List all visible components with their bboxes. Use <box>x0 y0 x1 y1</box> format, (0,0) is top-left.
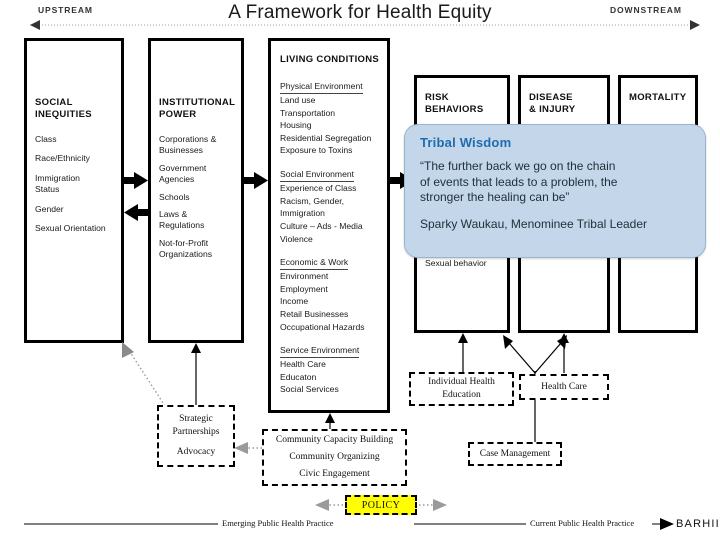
individual-health-education-line-2: Education <box>442 390 481 400</box>
callout-quote-line-3: stronger the healing can be” <box>420 190 570 204</box>
callout-title: Tribal Wisdom <box>420 135 512 150</box>
rail-left-label: Emerging Public Health Practice <box>222 518 334 528</box>
policy-box[interactable]: POLICY <box>345 495 417 515</box>
health-care-label: Health Care <box>541 381 587 392</box>
mortality-heading-1: MORTALITY <box>629 92 687 103</box>
institutional-power-item: Government <box>159 162 207 173</box>
dashbox-case-management[interactable]: Case Management <box>468 442 562 466</box>
disease-injury-heading-2: & INJURY <box>529 104 576 115</box>
institutional-power-item: Corporations & <box>159 134 217 144</box>
living-conditions-item: Immigration <box>280 208 325 219</box>
practice-axis <box>24 518 674 530</box>
institutional-power-item: Agencies <box>159 174 195 185</box>
strategic-partnerships-line-2: Partnerships <box>172 427 220 437</box>
institutional-power-item: Schools <box>159 191 190 202</box>
upstream-label: UPSTREAM <box>38 5 93 15</box>
callout-quote-line-2: of events that leads to a problem, the <box>420 174 618 189</box>
social-inequities-item: Race/Ethnicity <box>35 153 90 164</box>
case-management-label: Case Management <box>479 448 551 459</box>
living-conditions-subhead: Physical Environment <box>280 80 363 95</box>
dashbox-health-care[interactable]: Health Care <box>519 374 609 400</box>
community-capacity-line-2: Community Organizing <box>289 452 380 462</box>
living-conditions-item: Transportation <box>280 107 336 118</box>
living-conditions-subhead: Economic & Work <box>280 256 349 271</box>
social-inequities-heading-2: INEQUITIES <box>35 109 92 120</box>
institutional-power-item: Businesses <box>159 145 203 156</box>
barhii-logo: BARHII <box>676 518 720 530</box>
social-inequities-item: Gender <box>35 203 64 214</box>
community-capacity-line-3: Civic Engagement <box>299 469 370 479</box>
strategic-partnerships-line-3: Advocacy <box>176 447 216 457</box>
page-title: A Framework for Health Equity <box>228 2 492 23</box>
social-inequities-item: Class <box>35 134 57 144</box>
social-inequities-heading-1: SOCIAL <box>35 97 73 108</box>
risk-behaviors-heading-1: RISK <box>425 92 449 103</box>
dashbox-community-capacity[interactable]: Community Capacity Building Community Or… <box>262 429 407 486</box>
strategic-partnerships-line-1: Strategic <box>179 414 213 424</box>
living-conditions-item: Housing <box>280 120 312 131</box>
living-conditions-item: Environment <box>280 271 329 282</box>
dashbox-individual-health-education[interactable]: Individual Health Education <box>409 372 514 406</box>
social-inequities-item: Immigration <box>35 172 80 183</box>
living-conditions-item: Income <box>280 296 309 307</box>
risk-behaviors-item: Sexual behavior <box>425 258 487 268</box>
living-conditions-item: Violence <box>280 233 313 244</box>
arrow-policy-right <box>419 499 447 511</box>
living-conditions-item: Racism, Gender, <box>280 195 344 206</box>
arrow-strategic-to-institutional <box>191 343 201 405</box>
community-capacity-line-1: Community Capacity Building <box>275 435 394 445</box>
living-conditions-item: Culture – Ads - Media <box>280 220 363 231</box>
arrow-health-care-to-disease <box>559 333 569 373</box>
institutional-power-heading-2: POWER <box>159 109 197 120</box>
arrow-institutional-to-social <box>124 204 148 221</box>
downstream-label: DOWNSTREAM <box>610 5 682 15</box>
living-conditions-subhead: Social Environment <box>280 168 355 183</box>
arrow-institutional-to-living <box>244 172 268 189</box>
social-inequities-item: Status <box>35 184 60 195</box>
living-conditions-item: Land use <box>280 95 316 106</box>
arrow-community-to-strategic <box>234 442 266 454</box>
social-inequities-item: Sexual Orientation <box>35 223 106 234</box>
institutional-power-item: Organizations <box>159 249 213 260</box>
callout-quote-line-1: “The further back we go on the chain <box>420 159 616 173</box>
rail-right-label: Current Public Health Practice <box>530 518 635 528</box>
living-conditions-subhead: Service Environment <box>280 344 360 359</box>
living-conditions-item: Occupational Hazards <box>280 321 365 332</box>
living-conditions-item: Employment <box>280 283 328 294</box>
box-social-inequities: SOCIAL INEQUITIES Class Race/Ethnicity I… <box>24 38 124 343</box>
callout-attribution: Sparky Waukau, Menominee Tribal Leader <box>420 216 648 231</box>
living-conditions-item: Experience of Class <box>280 183 357 194</box>
arrow-policy-left <box>315 499 343 511</box>
stream-axis <box>30 20 700 30</box>
living-conditions-item: Residential Segregation <box>280 132 372 143</box>
living-conditions-item: Retail Businesses <box>280 309 349 319</box>
dashbox-strategic-partnerships[interactable]: Strategic Partnerships Advocacy <box>157 405 235 467</box>
box-institutional-power: INSTITUTIONAL POWER Corporations & Busin… <box>148 38 244 343</box>
tribal-wisdom-callout: Tribal Wisdom “The further back we go on… <box>404 124 706 258</box>
living-conditions-item: Health Care <box>280 359 326 370</box>
living-conditions-item: Exposure to Toxins <box>280 145 353 156</box>
institutional-power-item: Not-for-Profit <box>159 237 209 248</box>
disease-injury-heading-1: DISEASE <box>529 92 573 103</box>
policy-label: POLICY <box>361 499 401 511</box>
arrow-social-to-institutional <box>124 172 148 189</box>
institutional-power-heading-1: INSTITUTIONAL <box>159 97 236 108</box>
risk-behaviors-heading-2: BEHAVIORS <box>425 104 484 115</box>
arrow-dotted-to-social-inequities <box>122 342 166 407</box>
box-living-conditions: LIVING CONDITIONS Physical Environment L… <box>268 38 390 413</box>
individual-health-education-line-1: Individual Health <box>428 377 495 387</box>
living-conditions-item: Social Services <box>280 384 339 395</box>
arrow-individual-education-to-risk <box>458 333 468 373</box>
living-conditions-heading: LIVING CONDITIONS <box>280 54 380 65</box>
institutional-power-item: Regulations <box>159 220 205 231</box>
living-conditions-item: Educaton <box>280 371 317 382</box>
institutional-power-item: Laws & <box>159 209 188 220</box>
